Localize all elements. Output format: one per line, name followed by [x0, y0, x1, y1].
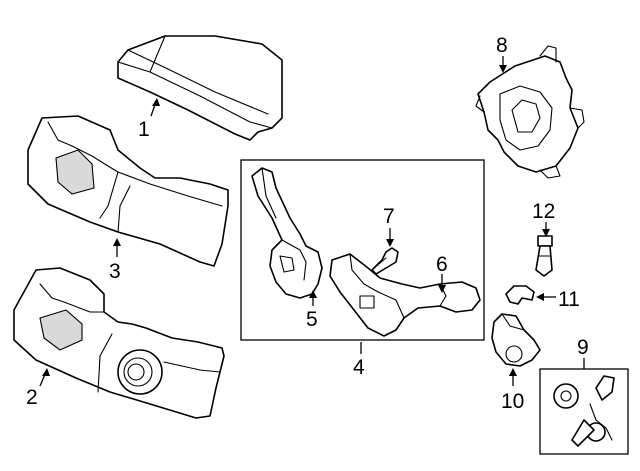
callout-7: 7 — [383, 205, 395, 228]
switch-assembly-frame — [240, 159, 485, 341]
key-set-box[interactable] — [539, 368, 629, 455]
callout-4: 4 — [353, 356, 365, 379]
callout-10: 10 — [501, 390, 524, 413]
leader-lines — [39, 56, 585, 387]
callout-11: 11 — [558, 288, 580, 311]
callout-1: 1 — [138, 118, 150, 141]
callout-2: 2 — [26, 386, 38, 409]
combination-switch-left[interactable] — [251, 167, 323, 299]
lower-column-cover[interactable] — [27, 115, 229, 267]
callout-12: 12 — [532, 200, 555, 223]
callout-8: 8 — [496, 34, 508, 57]
callout-3: 3 — [109, 260, 121, 283]
lower-cover-with-keyhole[interactable] — [13, 267, 225, 419]
clamp[interactable] — [505, 285, 535, 305]
lock-housing[interactable] — [491, 313, 541, 367]
callout-9: 9 — [577, 336, 589, 359]
callout-6: 6 — [436, 253, 448, 276]
clock-spring[interactable] — [475, 45, 585, 179]
combination-switch-right[interactable] — [329, 253, 481, 337]
upper-column-cover[interactable] — [117, 35, 283, 141]
screw[interactable] — [371, 247, 399, 275]
callout-5: 5 — [306, 308, 318, 331]
retaining-pin[interactable] — [535, 235, 553, 277]
